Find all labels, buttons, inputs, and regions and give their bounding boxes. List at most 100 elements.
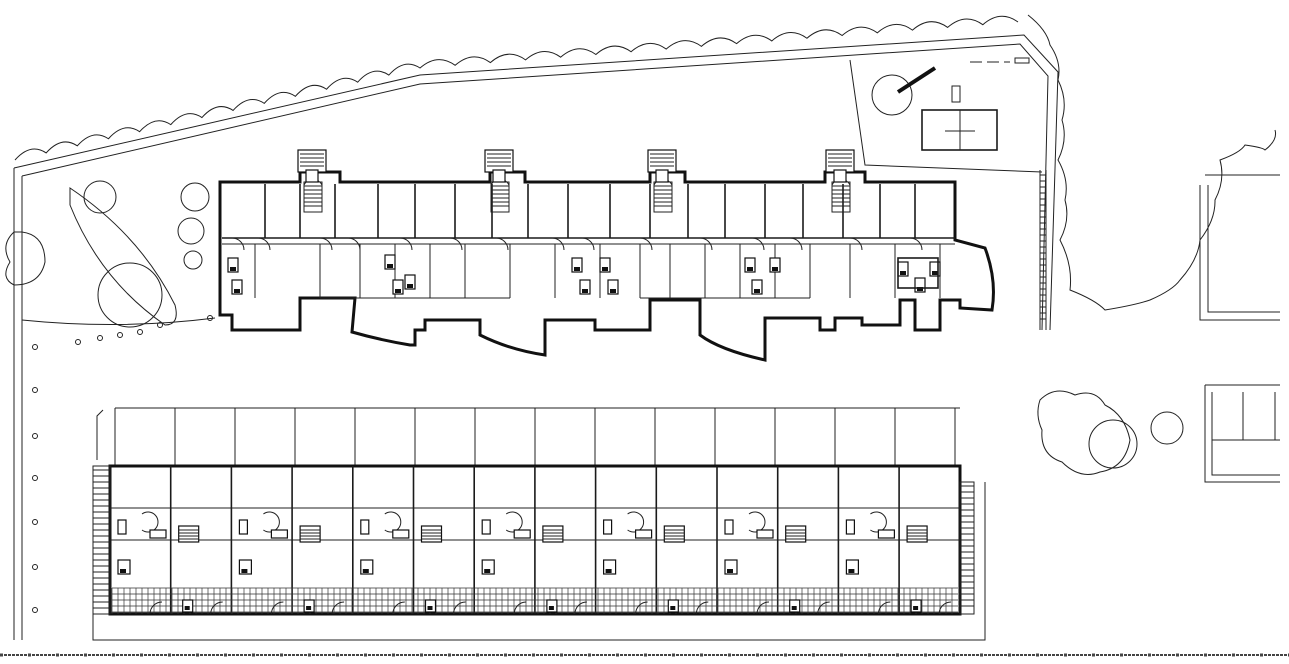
row-house	[299, 525, 345, 615]
landing	[305, 169, 319, 183]
fixture	[848, 569, 855, 573]
site-boundary	[13, 34, 1059, 640]
bench	[634, 529, 653, 539]
door-swing	[453, 601, 466, 615]
door-swing	[551, 237, 565, 251]
door-swing	[639, 237, 653, 251]
bathroom-fixture	[769, 257, 781, 273]
door-swing	[581, 237, 595, 251]
row-house	[117, 511, 167, 615]
door-swing	[756, 601, 770, 615]
fixture	[481, 519, 491, 535]
stair-core	[297, 149, 327, 213]
fixture	[484, 569, 491, 573]
door-swing	[141, 511, 159, 533]
entrance-canopy	[484, 149, 514, 173]
bathroom-fixture	[751, 279, 763, 295]
tree	[97, 262, 163, 328]
door-swing	[505, 511, 523, 533]
fixture	[605, 569, 612, 573]
door-swing	[210, 601, 223, 615]
tree	[180, 182, 210, 212]
fixture	[407, 284, 413, 288]
bench	[877, 529, 896, 539]
bathroom-fixture	[404, 274, 416, 290]
door-swing	[627, 511, 645, 533]
terrace-paving	[111, 587, 958, 614]
fixture	[234, 289, 240, 293]
fixture	[548, 606, 554, 610]
fixture	[574, 267, 580, 271]
upper-apartment-block	[218, 149, 995, 362]
row-house	[663, 525, 709, 615]
fixture	[670, 606, 676, 610]
entrance	[96, 409, 104, 460]
bathroom-fixture	[384, 254, 396, 270]
tree-canopy-top	[14, 15, 1019, 161]
hedge-outline	[14, 15, 1019, 161]
fixture	[117, 519, 127, 535]
bollard	[32, 433, 38, 439]
fixture	[932, 271, 938, 275]
door-swing	[751, 237, 765, 251]
landing	[655, 169, 669, 183]
bollard	[97, 335, 103, 341]
fixture	[602, 519, 613, 535]
door-swing	[257, 237, 271, 251]
bench	[270, 529, 288, 539]
row-house	[360, 511, 410, 615]
fixture	[395, 289, 401, 293]
bathroom-fixture	[599, 257, 611, 273]
fixture	[387, 264, 393, 268]
bench	[392, 529, 410, 539]
bathroom-fixture	[929, 261, 941, 277]
bathroom-fixture	[914, 277, 926, 293]
door-swing	[695, 601, 709, 615]
sculpture	[896, 66, 937, 94]
stair	[299, 525, 321, 543]
door-swing	[870, 511, 887, 533]
bathroom-fixture	[571, 257, 583, 273]
door-swing	[817, 601, 830, 615]
bollard	[157, 322, 163, 328]
tree	[183, 250, 203, 270]
door-swing	[849, 237, 863, 251]
tree	[177, 217, 205, 245]
bench	[513, 529, 531, 539]
door-swing	[909, 237, 923, 251]
fixture	[724, 519, 734, 535]
row-house	[420, 525, 466, 615]
bathroom-fixture	[227, 257, 239, 273]
bench	[149, 529, 167, 539]
sports-court	[921, 57, 1030, 151]
door-swing	[699, 237, 713, 251]
door-swing	[384, 511, 402, 533]
door-swing	[231, 237, 245, 251]
landing	[492, 169, 506, 183]
stair-core	[647, 149, 677, 213]
tree-canopy-right	[1027, 14, 1276, 330]
tree	[1150, 411, 1184, 445]
bollard	[207, 315, 213, 321]
tree	[1088, 419, 1138, 469]
outer-wall	[218, 170, 995, 362]
door-swing	[574, 601, 587, 615]
bathroom-fixture	[579, 279, 591, 295]
stair-core	[825, 149, 855, 213]
fixture	[427, 606, 433, 610]
bollard	[137, 329, 143, 335]
fixture	[230, 267, 236, 271]
fixture	[602, 267, 608, 271]
stair	[663, 525, 685, 543]
hedge-outline	[1027, 14, 1276, 311]
door-swing	[877, 601, 891, 615]
entrance-canopy	[647, 149, 677, 173]
bollard	[32, 607, 38, 613]
row-house	[238, 511, 288, 615]
door-swing	[938, 601, 952, 615]
footpath	[21, 187, 216, 326]
terrace-edge	[92, 466, 986, 641]
stair	[906, 525, 928, 543]
side-steps	[959, 481, 975, 615]
